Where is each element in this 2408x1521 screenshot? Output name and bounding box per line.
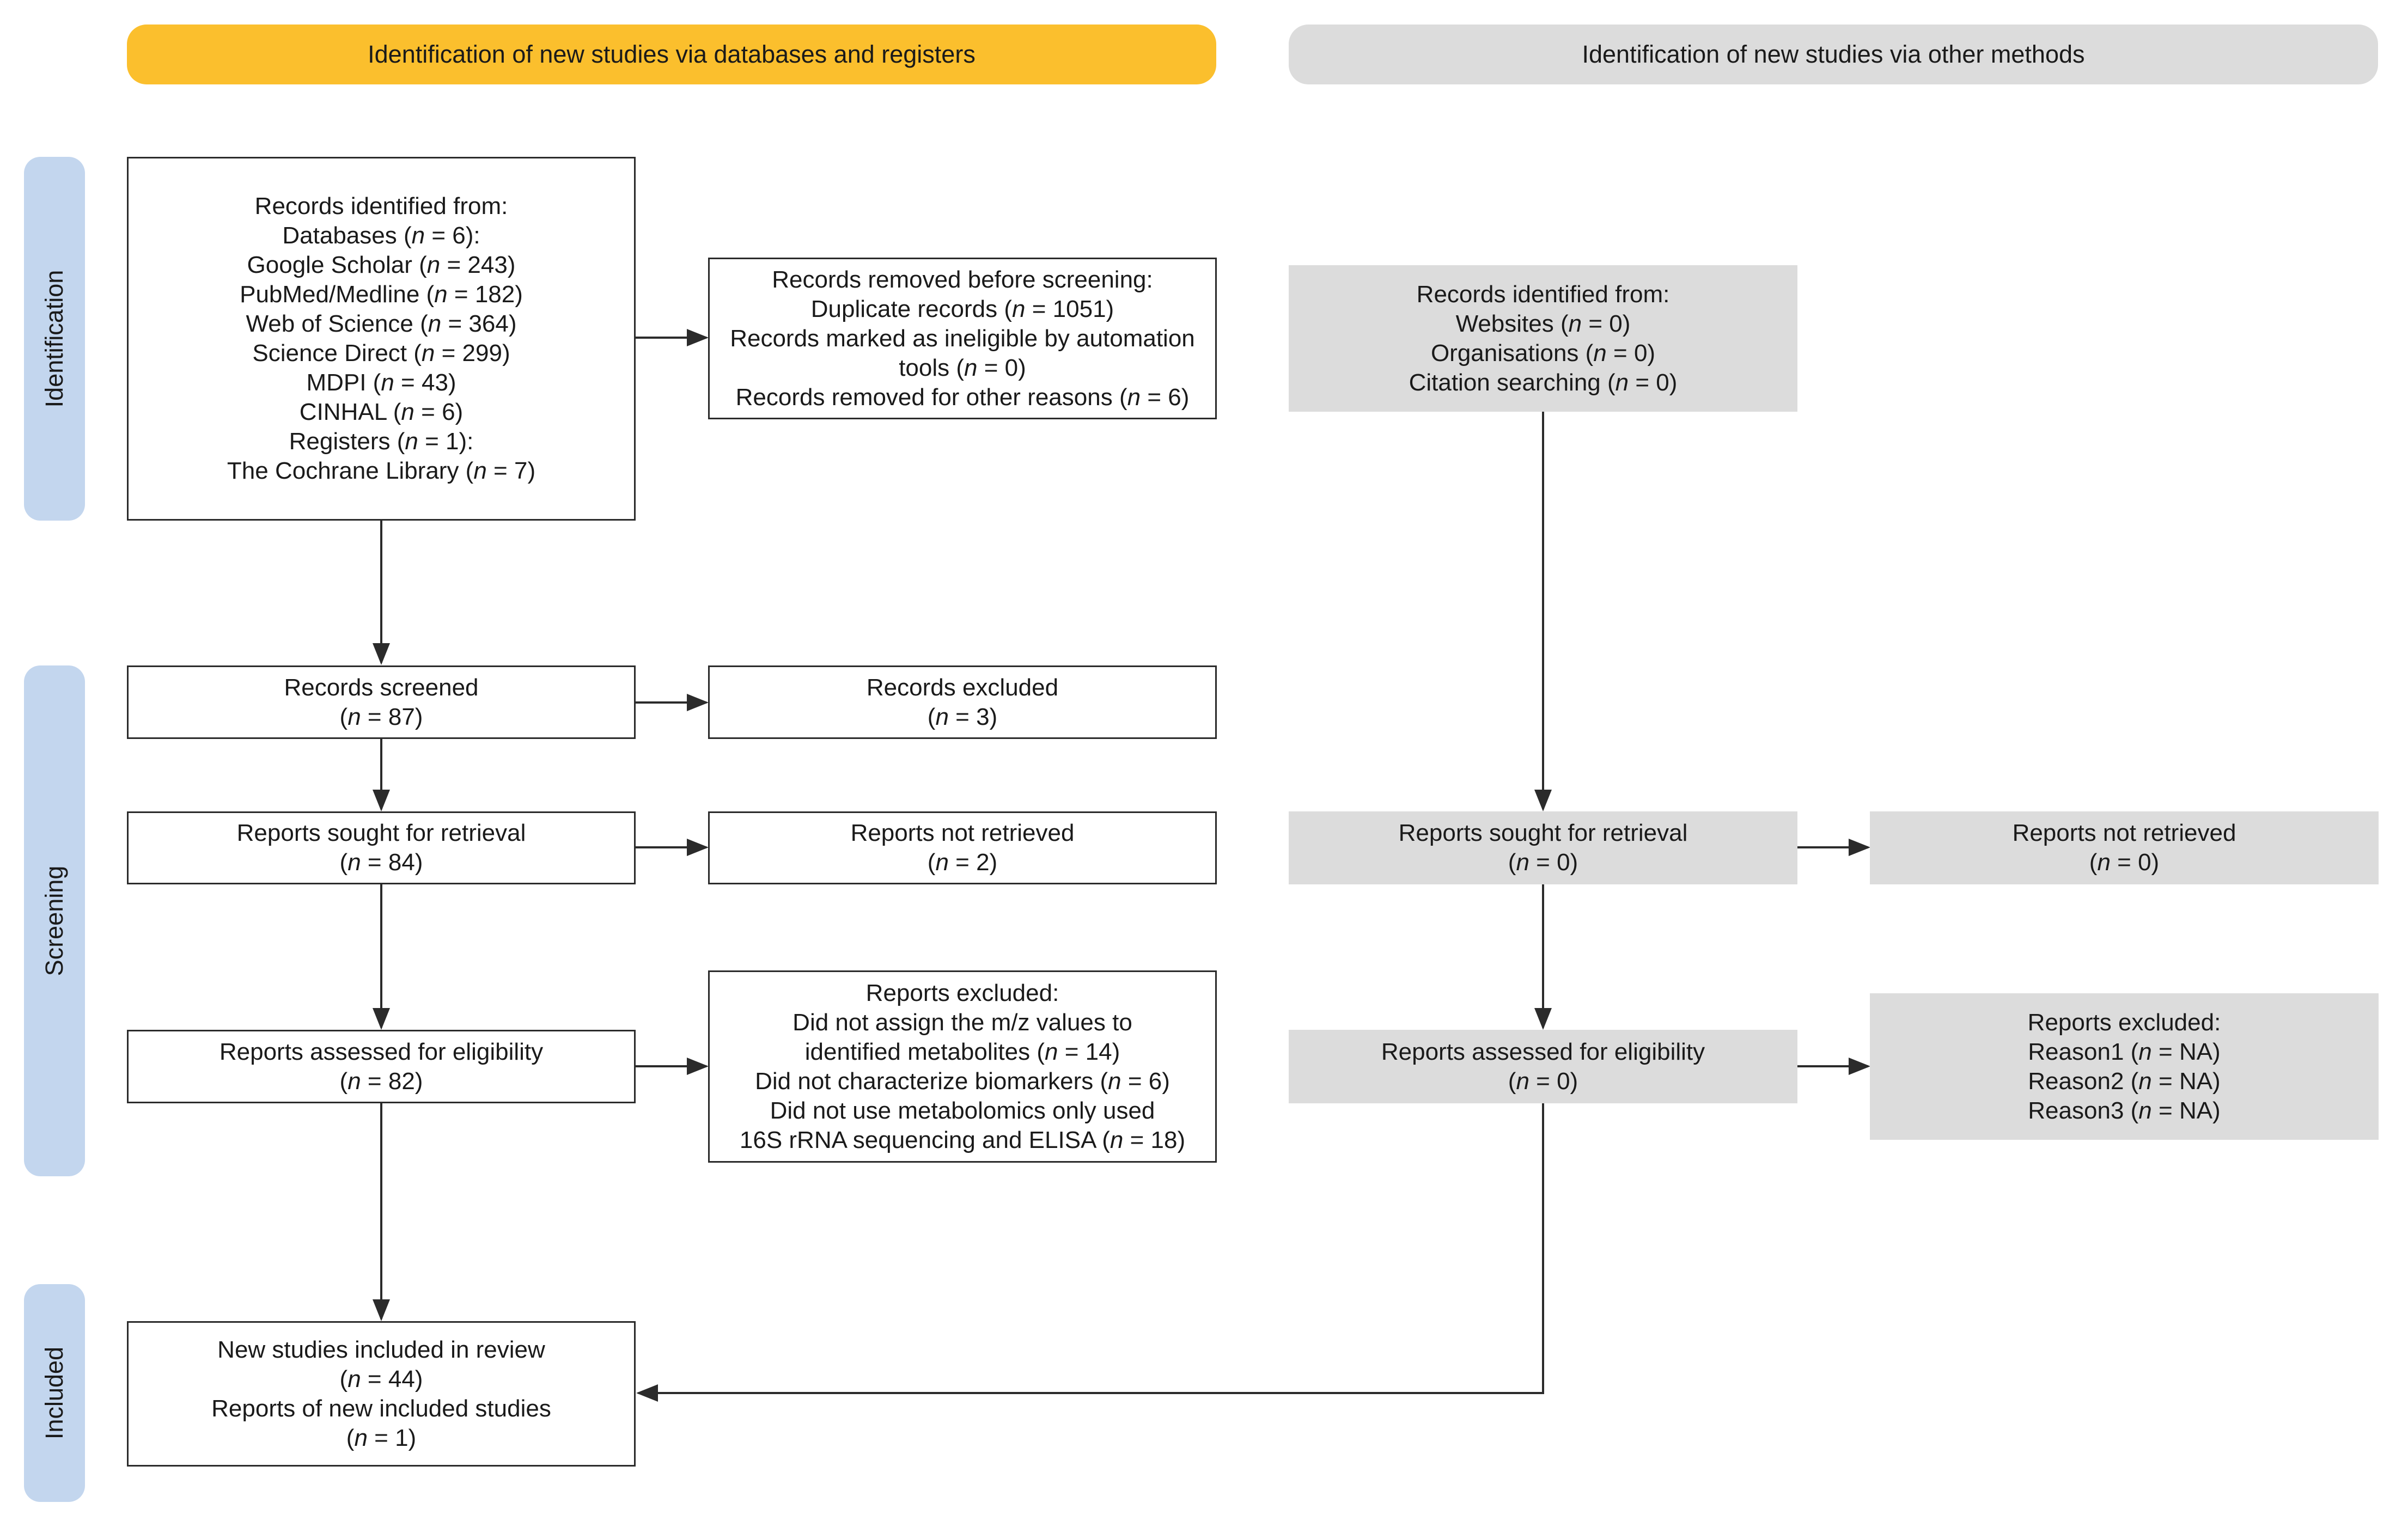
box-line: Reason1 (n = NA) (2028, 1038, 2221, 1065)
box-line: Reports sought for retrieval (236, 820, 526, 846)
box-line: Did not characterize biomarkers (n = 6) (755, 1067, 1170, 1095)
stage-included-label: Included (40, 1346, 68, 1440)
stage-screening: Screening (24, 665, 85, 1176)
box-line: (n = 0) (2089, 849, 2160, 876)
box-line: MDPI (n = 43) (306, 369, 456, 396)
stage-screening-label: Screening (40, 865, 68, 976)
box-line: New studies included in review (217, 1336, 545, 1363)
box-line: Reports of new included studies (211, 1395, 551, 1422)
box-line: (n = 2) (927, 849, 998, 876)
box-line: (n = 84) (339, 849, 423, 876)
box-line: Science Direct (n = 299) (252, 340, 510, 366)
box-line: Google Scholar (n = 243) (247, 252, 516, 278)
box-line: CINHAL (n = 6) (299, 399, 464, 425)
box-line: Citation searching (n = 0) (1409, 369, 1678, 396)
reports-not-retrieved-box: Reports not retrieved (n = 2) (708, 811, 1217, 884)
other-records-identified-box: Records identified from: Websites (n = 0… (1289, 265, 1797, 412)
box-line: (n = 3) (927, 703, 998, 730)
header-other-methods: Identification of new studies via other … (1289, 25, 2378, 84)
box-line: Websites (n = 0) (1455, 310, 1631, 337)
box-line: Records identified from: (254, 193, 508, 219)
box-line: Records identified from: (1416, 280, 1670, 308)
other-reports-assessed-box: Reports assessed for eligibility (n = 0) (1289, 1030, 1797, 1103)
box-line: Reports assessed for eligibility (219, 1038, 544, 1065)
box-line: Records marked as ineligible by automati… (730, 325, 1195, 352)
box-line: (n = 82) (339, 1067, 423, 1095)
box-line: Records excluded (866, 674, 1059, 701)
box-line: Organisations (n = 0) (1430, 339, 1656, 366)
stage-identification-label: Identification (40, 270, 68, 408)
box-line: The Cochrane Library (n = 7) (227, 457, 536, 484)
other-reports-not-retrieved-box: Reports not retrieved (n = 0) (1870, 811, 2379, 884)
box-line: Did not use metabolomics only used (770, 1097, 1155, 1124)
header-other-methods-label: Identification of new studies via other … (1582, 40, 2085, 68)
header-databases-registers-label: Identification of new studies via databa… (368, 40, 976, 68)
header-databases-registers: Identification of new studies via databa… (127, 25, 1216, 84)
box-line: Did not assign the m/z values to (792, 1009, 1132, 1036)
box-line: Records screened (284, 674, 479, 701)
box-line: Reports assessed for eligibility (1381, 1038, 1705, 1065)
box-line: (n = 0) (1508, 849, 1578, 876)
box-line: tools (n = 0) (899, 354, 1026, 381)
box-line: Reason3 (n = NA) (2028, 1097, 2221, 1124)
box-line: (n = 0) (1508, 1067, 1578, 1095)
box-line: PubMed/Medline (n = 182) (240, 281, 523, 308)
box-line: Registers (n = 1): (289, 428, 474, 455)
box-line: Records removed for other reasons (n = 6… (735, 383, 1190, 411)
box-line: Reason2 (n = NA) (2028, 1067, 2221, 1095)
records-screened-box: Records screened (n = 87) (127, 665, 636, 739)
box-line: 16S rRNA sequencing and ELISA (n = 18) (739, 1126, 1186, 1153)
box-line: Reports sought for retrieval (1398, 820, 1688, 846)
other-reports-sought-box: Reports sought for retrieval (n = 0) (1289, 811, 1797, 884)
box-line: Reports excluded: (865, 979, 1059, 1006)
box-line: Reports not retrieved (850, 820, 1075, 846)
reports-assessed-box: Reports assessed for eligibility (n = 82… (127, 1030, 636, 1103)
box-line: Web of Science (n = 364) (246, 310, 517, 337)
reports-sought-box: Reports sought for retrieval (n = 84) (127, 811, 636, 884)
records-excluded-box: Records excluded (n = 3) (708, 665, 1217, 739)
other-reports-excluded-box: Reports excluded: Reason1 (n = NA) Reaso… (1870, 993, 2379, 1140)
box-line: Reports excluded: (2027, 1009, 2221, 1036)
box-line: (n = 1) (346, 1424, 417, 1451)
records-identified-box: Records identified from: Databases (n = … (127, 157, 636, 521)
records-removed-box: Records removed before screening: Duplic… (708, 258, 1217, 419)
stage-identification: Identification (24, 157, 85, 521)
reports-excluded-box: Reports excluded: Did not assign the m/z… (708, 970, 1217, 1163)
included-box: New studies included in review (n = 44) … (127, 1321, 636, 1467)
box-line: Records removed before screening: (772, 266, 1153, 293)
box-line: identified metabolites (n = 14) (804, 1038, 1120, 1065)
stage-included: Included (24, 1284, 85, 1502)
box-line: (n = 87) (339, 703, 423, 730)
box-line: Databases (n = 6): (282, 222, 480, 249)
box-line: Reports not retrieved (2012, 820, 2236, 846)
box-line: (n = 44) (339, 1365, 423, 1392)
box-line: Duplicate records (n = 1051) (810, 295, 1114, 322)
